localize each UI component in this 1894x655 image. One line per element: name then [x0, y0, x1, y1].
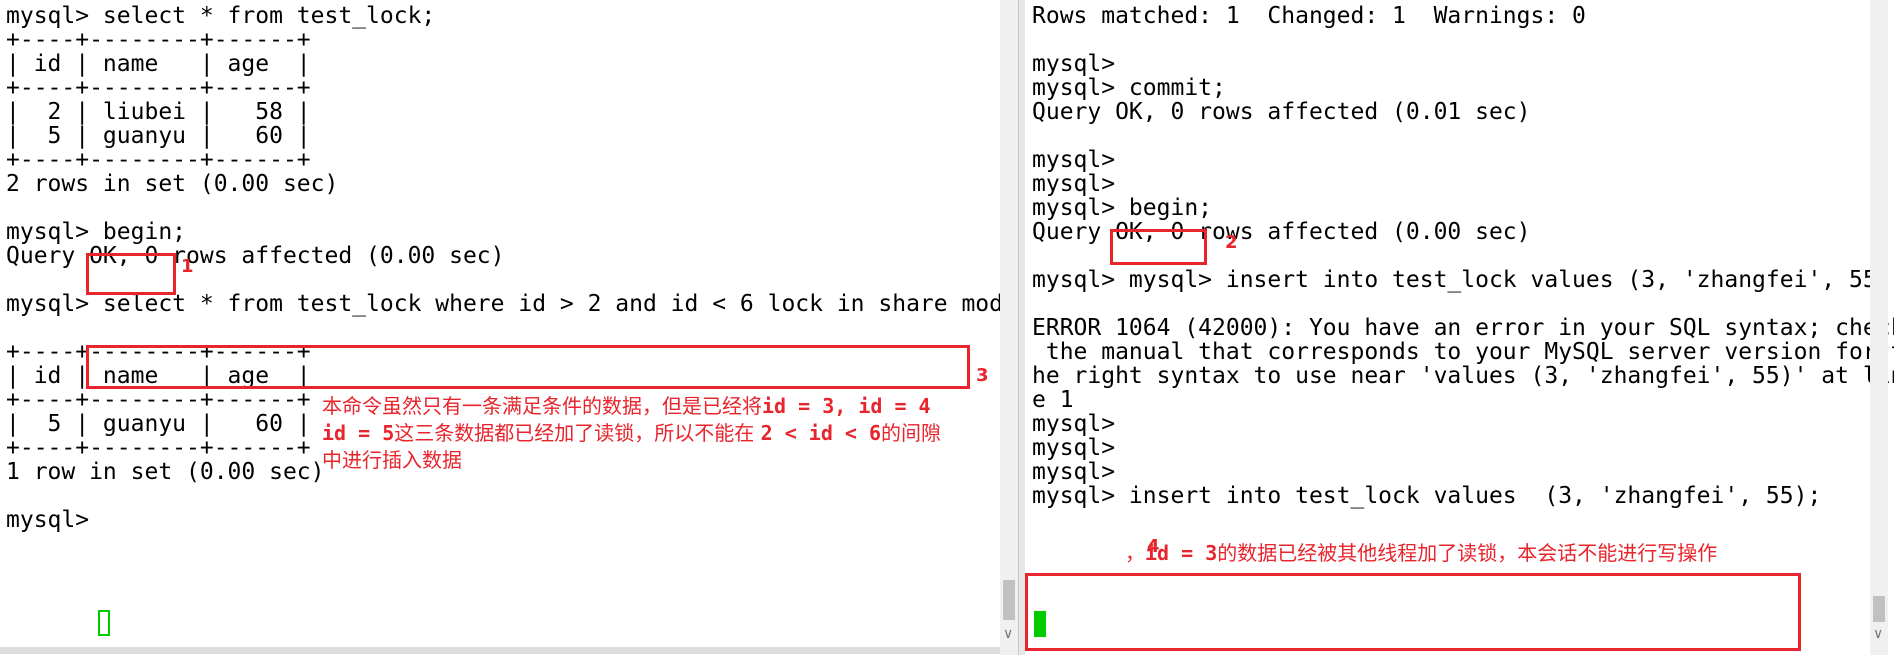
left-terminal-line: | 5 | guanyu | 60 | [6, 123, 311, 149]
left-terminal-pane[interactable]: mysql> select * from test_lock;+----+---… [0, 0, 1020, 655]
left-terminal-line: +----+--------+------+ [6, 27, 311, 53]
right-scrollbar[interactable]: ∨ [1870, 0, 1888, 655]
left-terminal-line: +----+--------+------+ [6, 339, 311, 365]
left-terminal-line: mysql> begin; [6, 219, 187, 245]
scroll-down-arrow-icon[interactable]: ∨ [1873, 626, 1884, 642]
left-terminal-line: Query OK, 0 rows affected (0.00 sec) [6, 243, 505, 269]
marker-3: 3 [976, 365, 989, 386]
left-horizontal-bar [0, 647, 1000, 654]
right-terminal-line: Query OK, 0 rows affected (0.00 sec) [1032, 219, 1531, 245]
annotation-note-left: 本命令虽然只有一条满足条件的数据，但是已经将id = 3, id = 4 id … [322, 394, 942, 472]
right-terminal-line: mysql> [1032, 411, 1116, 437]
right-terminal-line: mysql> [1032, 147, 1116, 173]
right-terminal-line: mysql> [1032, 459, 1116, 485]
right-terminal-line: the manual that corresponds to your MySQ… [1032, 339, 1894, 365]
left-terminal-line: 2 rows in set (0.00 sec) [6, 171, 339, 197]
right-terminal-line: mysql> [1032, 171, 1116, 197]
left-terminal-line: 1 row in set (0.00 sec) [6, 459, 325, 485]
left-scrollbar[interactable]: ∨ [1000, 0, 1018, 655]
left-scroll-thumb[interactable] [1003, 580, 1015, 620]
left-terminal-line: | id | name | age | [6, 363, 311, 389]
begin-highlight-box-2 [1110, 229, 1207, 265]
right-terminal-line: mysql> mysql> insert into test_lock valu… [1032, 267, 1894, 293]
left-terminal-line: mysql> select * from test_lock; [6, 3, 436, 29]
left-terminal-line: | 2 | liubei | 58 | [6, 99, 311, 125]
marker-4: 4 [1147, 536, 1160, 557]
left-terminal-line: +----+--------+------+ [6, 147, 311, 173]
right-terminal-line: Query OK, 0 rows affected (0.01 sec) [1032, 99, 1531, 125]
left-terminal-line: +----+--------+------+ [6, 435, 311, 461]
begin-highlight-box-1 [86, 253, 176, 295]
marker-2: 2 [1225, 232, 1238, 253]
right-terminal-line: mysql> [1032, 51, 1116, 77]
right-terminal-line: mysql> begin; [1032, 195, 1213, 221]
left-terminal-line: +----+--------+------+ [6, 75, 311, 101]
right-terminal-line: e 1 [1032, 387, 1074, 413]
left-terminal-line: | 5 | guanyu | 60 | [6, 411, 311, 437]
left-terminal-line: +----+--------+------+ [6, 387, 311, 413]
right-terminal-pane[interactable]: Rows matched: 1 Changed: 1 Warnings: 0 my… [1025, 0, 1894, 655]
annotation-note-right: ，id = 3的数据已经被其他线程加了读锁，本会话不能进行写操作 [1125, 541, 1718, 565]
right-terminal-line: he right syntax to use near 'values (3, … [1032, 363, 1894, 389]
right-terminal-line: mysql> commit; [1032, 75, 1226, 101]
left-terminal-line: mysql> [6, 507, 103, 533]
right-scroll-thumb[interactable] [1873, 596, 1885, 622]
right-terminal-line: Rows matched: 1 Changed: 1 Warnings: 0 [1032, 3, 1586, 29]
marker-1: 1 [181, 256, 194, 277]
right-terminal-line: mysql> insert into test_lock values (3, … [1032, 483, 1822, 509]
scroll-down-arrow-icon[interactable]: ∨ [1003, 626, 1014, 642]
select-highlight-box-3 [86, 345, 970, 389]
terminal-cursor-right [1034, 611, 1046, 637]
left-terminal-line: mysql> select * from test_lock where id … [6, 291, 1020, 317]
right-terminal-line: mysql> [1032, 435, 1116, 461]
terminal-cursor-left [98, 610, 110, 636]
insert-highlight-box-4 [1025, 573, 1801, 651]
left-terminal-line: | id | name | age | [6, 51, 311, 77]
